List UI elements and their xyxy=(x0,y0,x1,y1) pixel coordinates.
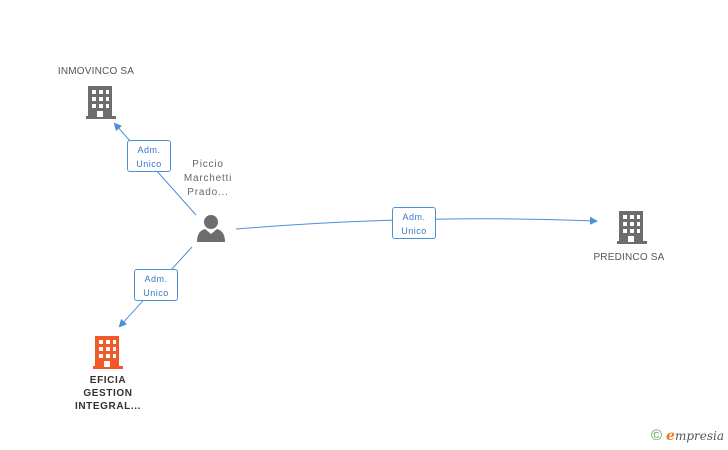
edge-label-to-inmovinco[interactable]: Adm. Unico xyxy=(127,140,171,172)
building-icon[interactable] xyxy=(93,336,123,369)
node-label-inmovinco[interactable]: INMOVINCO SA xyxy=(57,66,135,77)
node-label-predinco[interactable]: PREDINCO SA xyxy=(593,252,665,263)
building-icon[interactable] xyxy=(86,86,116,119)
node-label-line: GESTION xyxy=(83,388,133,399)
edge-label-line: Unico xyxy=(401,226,427,236)
edge-label-line: Unico xyxy=(143,288,169,298)
brand-name: mpresia xyxy=(674,428,724,443)
node-label-person[interactable]: Piccio Marchetti Prado... xyxy=(158,158,258,200)
edge-label-line: Adm. xyxy=(402,212,426,222)
node-label-line: Piccio xyxy=(192,159,224,170)
edge-label-line: Adm. xyxy=(137,145,161,155)
person-icon[interactable] xyxy=(197,215,225,242)
edge-label-to-predinco[interactable]: Adm. Unico xyxy=(392,207,436,239)
edge-label-line: Adm. xyxy=(144,274,168,284)
building-icon[interactable] xyxy=(617,211,647,244)
edge-label-line: Unico xyxy=(136,159,162,169)
node-label-eficia[interactable]: EFICIA GESTION INTEGRAL... xyxy=(48,374,168,413)
brand-logo[interactable]: empresia xyxy=(666,428,724,444)
copyright-footer: © empresia xyxy=(651,427,724,444)
node-label-line: Marchetti xyxy=(183,173,233,184)
node-label-line: EFICIA xyxy=(89,375,127,386)
node-label-line: Prado... xyxy=(187,187,229,198)
node-label-line: INTEGRAL... xyxy=(74,401,142,412)
brand-initial: e xyxy=(666,427,675,444)
edge-label-to-eficia[interactable]: Adm. Unico xyxy=(134,269,178,301)
copyright-icon: © xyxy=(650,427,663,444)
